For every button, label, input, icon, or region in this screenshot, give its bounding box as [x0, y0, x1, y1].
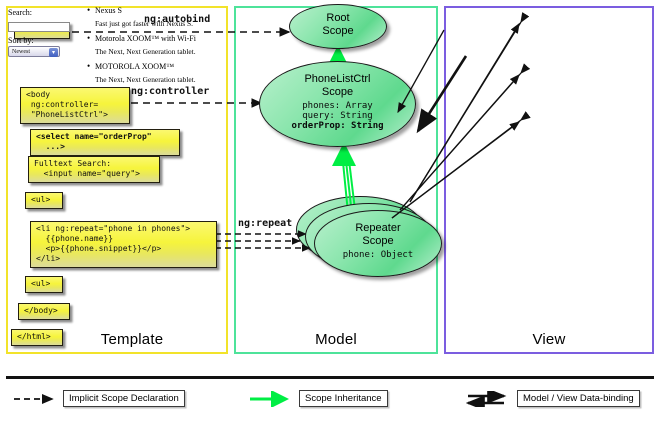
- legend-divider: [6, 376, 654, 379]
- scope-root-title-2: Scope: [322, 24, 354, 37]
- list-item: MOTOROLA XOOM™ The Next, Next Generation…: [86, 61, 204, 84]
- code-box-ul-open: <ul>: [25, 192, 63, 209]
- scope-root-title-1: Root: [326, 12, 350, 24]
- code-box-ul-close: <ul>: [25, 276, 63, 293]
- phone-list: Nexus S Fast just got faster with Nexus …: [86, 5, 204, 90]
- scope-repeater-title-2: Scope: [362, 234, 394, 247]
- view-form: Search: Sort by: Newest ▾: [8, 8, 80, 57]
- edge-label-ng-controller: ng:controller: [131, 86, 210, 97]
- search-input[interactable]: [8, 21, 70, 32]
- green-arrow-icon: [250, 390, 289, 407]
- scope-phonelistctrl: PhoneListCtrl Scope phones: Array query:…: [259, 61, 416, 147]
- scope-prop-phone: phone: Object: [342, 250, 414, 260]
- scope-phonelistctrl-title-2: Scope: [321, 85, 354, 98]
- phone-name: MOTOROLA XOOM™: [86, 61, 204, 71]
- panel-view-label: View: [532, 331, 566, 348]
- phone-name: Nexus S: [86, 5, 204, 15]
- sort-by-selected-value: Newest: [12, 48, 30, 55]
- phone-snippet: The Next, Next Generation tablet.: [95, 75, 196, 84]
- legend-label-scope-inheritance: Scope Inheritance: [299, 390, 388, 407]
- scope-repeater-props: phone: Object: [315, 250, 441, 260]
- edge-label-ng-autobind: ng:autobind: [144, 14, 211, 25]
- scope-repeater-title-1: Repeater: [355, 222, 401, 234]
- code-box-html-close: </html>: [11, 329, 63, 346]
- phone-snippet: The Next, Next Generation tablet.: [95, 47, 196, 56]
- dashed-arrow-icon: [14, 393, 54, 404]
- legend-label-implicit-scope: Implicit Scope Declaration: [63, 390, 185, 407]
- double-arrow-icon: [466, 390, 507, 407]
- panel-model-label: Model: [315, 331, 357, 348]
- phone-snippet: Fast just got faster with Nexus S.: [95, 19, 193, 28]
- legend-item-scope-inheritance: Scope Inheritance: [248, 390, 388, 407]
- scope-phonelistctrl-title-1: PhoneListCtrl: [304, 73, 371, 85]
- panel-view: View: [444, 6, 654, 354]
- sort-by-label: Sort by:: [8, 36, 34, 45]
- code-box-select: <select name="orderProp" ...>: [30, 129, 180, 156]
- scope-prop-query: query: String: [302, 111, 373, 121]
- legend-label-data-binding: Model / View Data-binding: [517, 390, 640, 407]
- panel-template-label: Template: [100, 331, 164, 348]
- scope-root: Root Scope: [289, 4, 387, 49]
- legend-item-data-binding: Model / View Data-binding: [466, 390, 640, 407]
- edge-label-ng-repeat: ng:repeat: [238, 218, 293, 229]
- sort-by-select[interactable]: Newest ▾: [8, 46, 60, 57]
- code-box-body-close: </body>: [18, 303, 70, 320]
- phone-name: Motorola XOOM™ with Wi-Fi: [86, 33, 204, 43]
- code-box-body-open: <body ng:controller= "PhoneListCtrl">: [20, 87, 130, 124]
- scope-prop-orderprop: orderProp: String: [291, 121, 384, 131]
- legend-item-implicit-scope: Implicit Scope Declaration: [12, 390, 185, 407]
- list-item: Nexus S Fast just got faster with Nexus …: [86, 5, 204, 28]
- scope-phonelistctrl-props: phones: Array query: String orderProp: S…: [260, 101, 415, 131]
- search-label: Search:: [8, 8, 32, 17]
- chevron-down-icon: ▾: [49, 48, 58, 57]
- panel-model: Model: [234, 6, 438, 354]
- scope-prop-phones: phones: Array: [302, 101, 373, 111]
- code-box-li-repeat: <li ng:repeat="phone in phones"> {{phone…: [30, 221, 217, 268]
- scope-repeater: Repeater Scope phone: Object: [314, 210, 442, 277]
- list-item: Motorola XOOM™ with Wi-Fi The Next, Next…: [86, 33, 204, 56]
- code-box-fulltext-search: Fulltext Search: <input name="query">: [28, 156, 160, 183]
